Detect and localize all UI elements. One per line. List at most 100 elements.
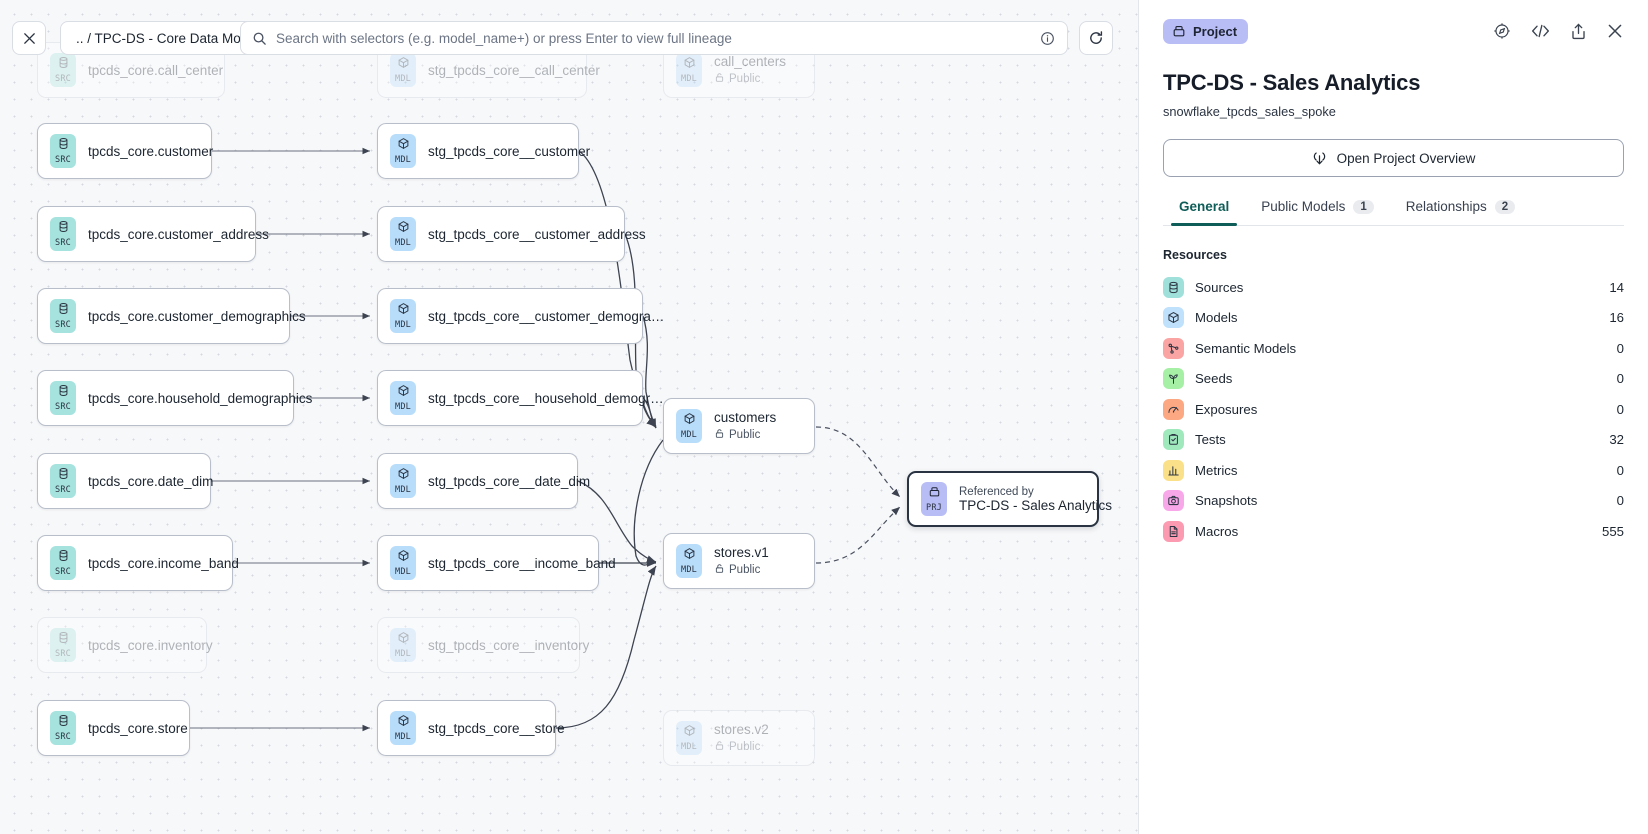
node-type-label: SRC [55,402,71,412]
info-circle-icon[interactable] [1040,31,1055,46]
camera-icon [1163,490,1184,512]
resource-label: Tests [1195,432,1226,448]
node-body: stg_tpcds_core__inventory [428,638,589,653]
node-title: stg_tpcds_core__customer [428,143,591,159]
node-type-chip-mdl: MDL [390,628,416,662]
open-project-overview-button[interactable]: Open Project Overview [1163,139,1624,177]
node-type-icon [683,547,696,565]
node-title: tpcds_core.call_center [88,62,224,78]
lineage-node-mdl-customer-demographics[interactable]: MDL stg_tpcds_core__customer_demogra… [377,288,665,344]
refresh-button[interactable] [1079,21,1113,55]
panel-header-actions [1492,21,1624,41]
lineage-search[interactable] [240,21,1068,55]
node-type-label: MDL [681,74,697,84]
node-type-label: SRC [55,649,71,659]
node-title: TPC-DS - Sales Analytics [959,497,1113,513]
node-title: stg_tpcds_core__household_demogr… [428,390,664,406]
node-type-icon [57,467,70,485]
tab-label: Relationships [1405,199,1487,214]
lineage-node-mdl-household-demographics[interactable]: MDL stg_tpcds_core__household_demogr… [377,370,664,426]
share-icon[interactable] [1569,22,1588,41]
lineage-node-mdl-inventory[interactable]: MDL stg_tpcds_core__inventory [377,617,589,673]
node-body: tpcds_core.inventory [88,638,213,653]
node-type-icon [57,302,70,320]
node-body: tpcds_core.customer [88,144,213,159]
lineage-node-mdl-income-band[interactable]: MDL stg_tpcds_core__income_band [377,535,616,591]
resource-label: Snapshots [1195,493,1258,509]
resource-count: 0 [1616,340,1624,356]
node-type-label: MDL [395,74,411,84]
node-body: stg_tpcds_core__date_dim [428,474,590,489]
close-lineage-button[interactable] [12,21,46,55]
lineage-node-src-household-demographics[interactable]: SRC tpcds_core.household_demographics [37,370,313,426]
node-type-chip-mdl: MDL [390,546,416,580]
explore-compass-icon[interactable] [1492,21,1512,41]
canvas-toolbar: .. / TPC-DS - Core Data Models [0,0,1139,76]
node-type-icon [57,549,70,567]
close-panel-icon[interactable] [1606,22,1624,40]
node-title: stg_tpcds_core__income_band [428,555,616,571]
tab-general[interactable]: General [1163,199,1245,226]
node-visibility: Public [714,428,776,442]
node-body: tpcds_core.income_band [88,556,239,571]
resource-label: Sources [1195,279,1244,295]
node-title: stores.v2 [714,722,769,737]
code-brackets-icon[interactable] [1530,22,1551,40]
node-type-chip-src: SRC [50,217,76,251]
resource-label: Metrics [1195,462,1238,478]
badge-label: Project [1193,23,1238,39]
node-type-label: MDL [395,155,411,165]
node-body: stg_tpcds_core__call_center [428,63,600,78]
cube-icon [1163,307,1184,329]
node-title: tpcds_core.store [88,720,188,736]
node-body: tpcds_core.customer_demographics [88,309,306,324]
node-type-icon [57,56,70,74]
node-type-icon [397,302,410,320]
node-title: customers [714,410,777,425]
node-type-chip-mdl: MDL [390,711,416,745]
node-type-label: MDL [395,402,411,412]
resource-count: 555 [1601,523,1624,539]
node-kicker: Referenced by [959,485,1034,498]
lock-icon [714,72,725,86]
node-type-label: MDL [395,732,411,742]
node-type-label: MDL [395,320,411,330]
node-title: stg_tpcds_core__customer_demogra… [428,308,665,324]
node-type-label: MDL [681,430,697,440]
node-type-chip-prj: PRJ [921,482,947,516]
search-input[interactable] [276,30,1031,46]
node-type-icon [397,220,410,238]
lineage-node-mdl-customer[interactable]: MDL stg_tpcds_core__customer [377,123,591,179]
tab-label: Public Models [1261,199,1346,214]
lineage-node-src-inventory[interactable]: SRC tpcds_core.inventory [37,617,213,673]
node-title: tpcds_core.household_demographics [88,390,313,406]
